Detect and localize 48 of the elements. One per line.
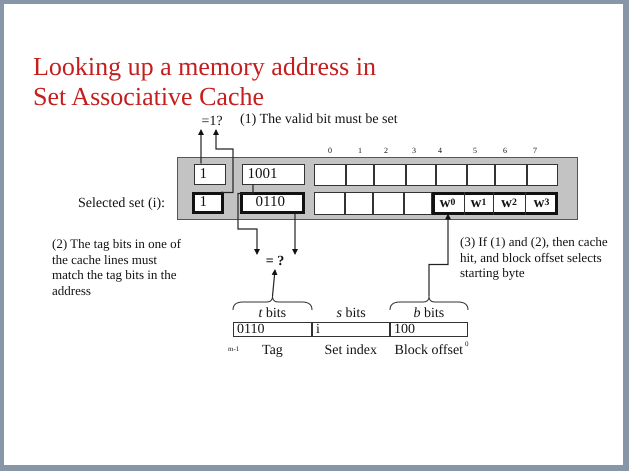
arrow xyxy=(237,184,260,255)
column-index: 1 xyxy=(358,146,362,156)
cache-cell xyxy=(314,164,346,186)
column-index: 4 xyxy=(438,146,442,156)
row-label: Selected set (i): xyxy=(78,196,166,213)
arrow xyxy=(198,129,204,164)
arrow xyxy=(292,214,298,255)
note-text: (1) The valid bit must be set xyxy=(240,112,398,129)
note-text: (3) If (1) and (2), then cache hit, and block offset selects starting byte xyxy=(460,234,608,281)
cache-set-panel xyxy=(177,157,578,220)
cache-cell: 1 xyxy=(192,192,224,214)
arrow xyxy=(428,214,451,296)
cache-cell xyxy=(466,164,494,186)
cache-cell: 1 xyxy=(194,164,226,184)
cache-cell xyxy=(436,164,466,186)
address-field: i xyxy=(312,322,390,337)
bit-width-label: t bits xyxy=(258,306,286,323)
column-index: 6 xyxy=(503,146,507,156)
cache-cell xyxy=(406,164,436,186)
column-index: 2 xyxy=(384,146,388,156)
column-index: 3 xyxy=(412,146,416,156)
bit-width-label: s bits xyxy=(336,306,366,323)
arrow xyxy=(213,129,234,194)
block-frame xyxy=(432,192,558,214)
cache-cell: 0110 xyxy=(240,192,304,214)
address-field: 100 xyxy=(390,322,468,337)
field-name: Block offset xyxy=(394,343,464,360)
cache-cell xyxy=(374,164,406,186)
comparison-text: = ? xyxy=(260,254,290,270)
field-name: Set index xyxy=(324,343,377,360)
column-index: 7 xyxy=(533,146,537,156)
address-field: 0110 xyxy=(233,322,312,337)
column-index: 0 xyxy=(328,146,332,156)
cache-cell xyxy=(526,164,558,186)
cache-cell xyxy=(344,192,372,214)
slide-title: Looking up a memory address in Set Associative Cache xyxy=(33,52,377,113)
note-text: (2) The tag bits in one of the cache lines must match the tag bits in the address xyxy=(52,236,182,298)
field-name: Tag xyxy=(262,343,283,360)
cache-cell xyxy=(314,192,344,214)
arrow xyxy=(272,269,278,296)
cache-cell xyxy=(346,164,374,186)
cache-cell xyxy=(372,192,404,214)
comparison-text: =1? xyxy=(198,113,226,130)
bit-width-label: b bits xyxy=(414,306,444,323)
cache-cell: 1001 xyxy=(242,164,304,184)
cache-cell xyxy=(494,164,526,186)
column-index: 5 xyxy=(473,146,477,156)
cache-cell xyxy=(404,192,432,214)
